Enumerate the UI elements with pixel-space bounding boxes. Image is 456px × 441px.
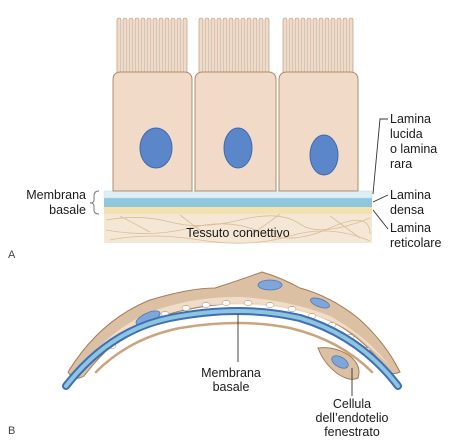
label-lamina-lucida-4: rara xyxy=(390,157,412,171)
label-membrana-basale-b-1: Membrana xyxy=(201,366,261,380)
lamina-reticolare xyxy=(104,207,372,214)
label-lamina-lucida-1: Lamina xyxy=(390,112,431,126)
label-cellula-1: Cellula xyxy=(333,397,371,411)
nucleus-2 xyxy=(224,128,252,168)
panel-label-b: B xyxy=(8,425,15,437)
leader-densa xyxy=(373,195,388,202)
label-lamina-reticolare-1: Lamina xyxy=(390,221,431,235)
label-lamina-lucida-3: o lamina xyxy=(390,142,437,156)
label-lamina-reticolare-2: reticolare xyxy=(390,236,441,250)
panel-label-a: A xyxy=(8,249,16,261)
label-lamina-densa-1: Lamina xyxy=(390,188,431,202)
panel-a: Lamina lucida o lamina rara Lamina densa… xyxy=(8,18,441,261)
leader-lucida xyxy=(373,119,388,194)
membrana-basale-bracket xyxy=(90,191,99,214)
endothelial-nucleus-2 xyxy=(258,280,282,290)
label-tessuto-connettivo: Tessuto connettivo xyxy=(186,226,290,240)
label-cellula-3: fenestrato xyxy=(324,425,380,439)
nucleus-3 xyxy=(310,135,338,175)
label-membrana-basale-a-1: Membrana xyxy=(26,188,86,202)
lamina-lucida xyxy=(104,191,372,198)
lamina-densa xyxy=(104,198,372,207)
label-membrana-basale-a-2: basale xyxy=(49,203,86,217)
nucleus-1 xyxy=(140,128,172,168)
epithelial-cells xyxy=(113,18,358,191)
label-lamina-lucida-2: lucida xyxy=(390,127,423,141)
microvilli xyxy=(117,18,353,76)
panel-b: Membrana basale Cellula dell’endotelio f… xyxy=(8,272,400,439)
label-lamina-densa-2: densa xyxy=(390,203,424,217)
label-membrana-basale-b-2: basale xyxy=(213,380,250,394)
label-cellula-2: dell’endotelio xyxy=(316,411,389,425)
leader-reticolare xyxy=(373,210,388,229)
